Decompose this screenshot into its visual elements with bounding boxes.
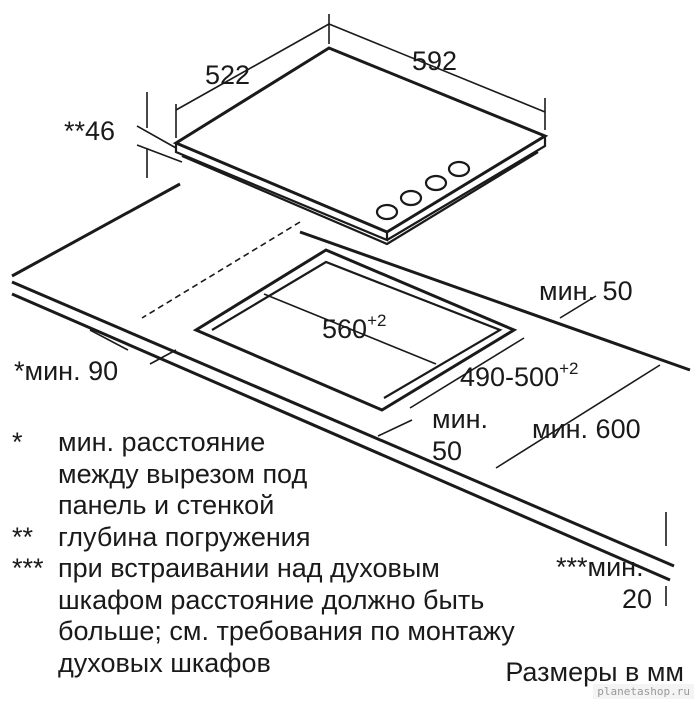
- legend-mark: *: [12, 427, 23, 457]
- immersion-depth-label: **46: [64, 116, 115, 146]
- cutout-width-label: 560+2: [322, 311, 386, 344]
- worktop-back-edge: [11, 182, 181, 278]
- units-caption: Размеры в мм: [505, 657, 684, 687]
- min-oven-label-line2: 20: [622, 584, 652, 614]
- hob-knobs: [375, 160, 471, 221]
- min-wall-label: *мин. 90: [14, 356, 118, 386]
- watermark: planetashop.ru: [593, 684, 694, 699]
- knob-icon: [375, 203, 399, 221]
- min-worktop-depth-label: мин. 600: [532, 414, 641, 444]
- cutout-dimensions: [89, 293, 667, 606]
- legend-text: мин. расстояние между вырезом под панель…: [58, 427, 308, 520]
- hob-width-label: 592: [412, 46, 457, 76]
- legend-item: ** глубина погружения: [12, 522, 612, 554]
- hob-depth-label: 522: [205, 60, 250, 90]
- legend: * мин. расстояние между вырезом под пане…: [12, 427, 612, 679]
- legend-mark: ***: [12, 553, 44, 583]
- knob-icon: [447, 160, 471, 178]
- hob-right-edge: [386, 136, 547, 241]
- min-rear-label: мин. 50: [539, 276, 633, 306]
- min-oven-label-line1: ***мин.: [556, 552, 644, 582]
- hob-dimensions: [136, 14, 546, 178]
- legend-text: глубина погружения: [58, 521, 311, 552]
- legend-mark: **: [12, 521, 34, 552]
- cutout-depth-label: 490-500+2: [460, 359, 578, 392]
- knob-icon: [424, 174, 448, 192]
- cutout-outer: [192, 248, 518, 412]
- legend-text: при встраивании над духовым шкафом расст…: [58, 553, 515, 678]
- worktop-top-edge: [11, 280, 675, 568]
- worktop: [11, 182, 691, 582]
- hob-underside: [181, 151, 539, 246]
- worktop-bottom-edge: [11, 292, 671, 582]
- projection-line: [141, 221, 301, 319]
- legend-item: *** при встраивании над духовым шкафом р…: [12, 553, 612, 679]
- min-front-label-line1: мин.: [432, 404, 488, 434]
- legend-item: * мин. расстояние между вырезом под пане…: [12, 427, 612, 522]
- worktop-right-edge: [299, 230, 691, 372]
- min-front-label-line2: 50: [432, 436, 462, 466]
- knob-icon: [399, 189, 423, 207]
